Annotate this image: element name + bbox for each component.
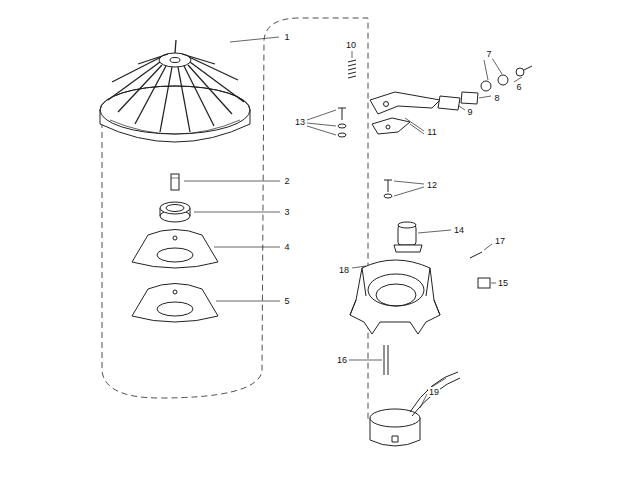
callout-number: 6 (515, 82, 522, 92)
callout-number: 16 (336, 355, 348, 365)
felt-pad (478, 278, 490, 288)
callout-number: 18 (338, 265, 350, 275)
callout-number: 13 (294, 117, 306, 127)
callout-number: 10 (345, 40, 357, 50)
pad (461, 92, 478, 104)
callout-number: 9 (466, 107, 473, 117)
spring (348, 60, 356, 78)
screw (338, 108, 346, 137)
cam-cover (370, 372, 460, 446)
coil (394, 222, 422, 252)
washer (481, 81, 491, 91)
screw (384, 180, 392, 198)
callout-number: 1 (283, 32, 290, 42)
nut (160, 202, 190, 222)
callout-number: 11 (426, 127, 437, 137)
pin (384, 345, 388, 375)
callout-number: 3 (283, 207, 290, 217)
callout-number: 12 (426, 180, 438, 190)
stator-plate (350, 260, 440, 334)
flywheel (100, 40, 250, 142)
plate (132, 284, 218, 323)
callout-number: 8 (493, 93, 500, 103)
callout-number: 5 (283, 296, 290, 306)
wire (470, 252, 482, 258)
key (171, 174, 179, 190)
callout-number: 14 (453, 225, 465, 235)
callout-number: 17 (494, 236, 506, 246)
callout-number: 7 (485, 49, 492, 59)
callout-number: 2 (283, 176, 290, 186)
pad (438, 96, 460, 110)
callout-number: 15 (497, 278, 509, 288)
leader-lines (184, 37, 522, 408)
callout-number: 4 (283, 242, 290, 252)
plate (132, 230, 218, 269)
callout-number: 19 (428, 387, 440, 397)
